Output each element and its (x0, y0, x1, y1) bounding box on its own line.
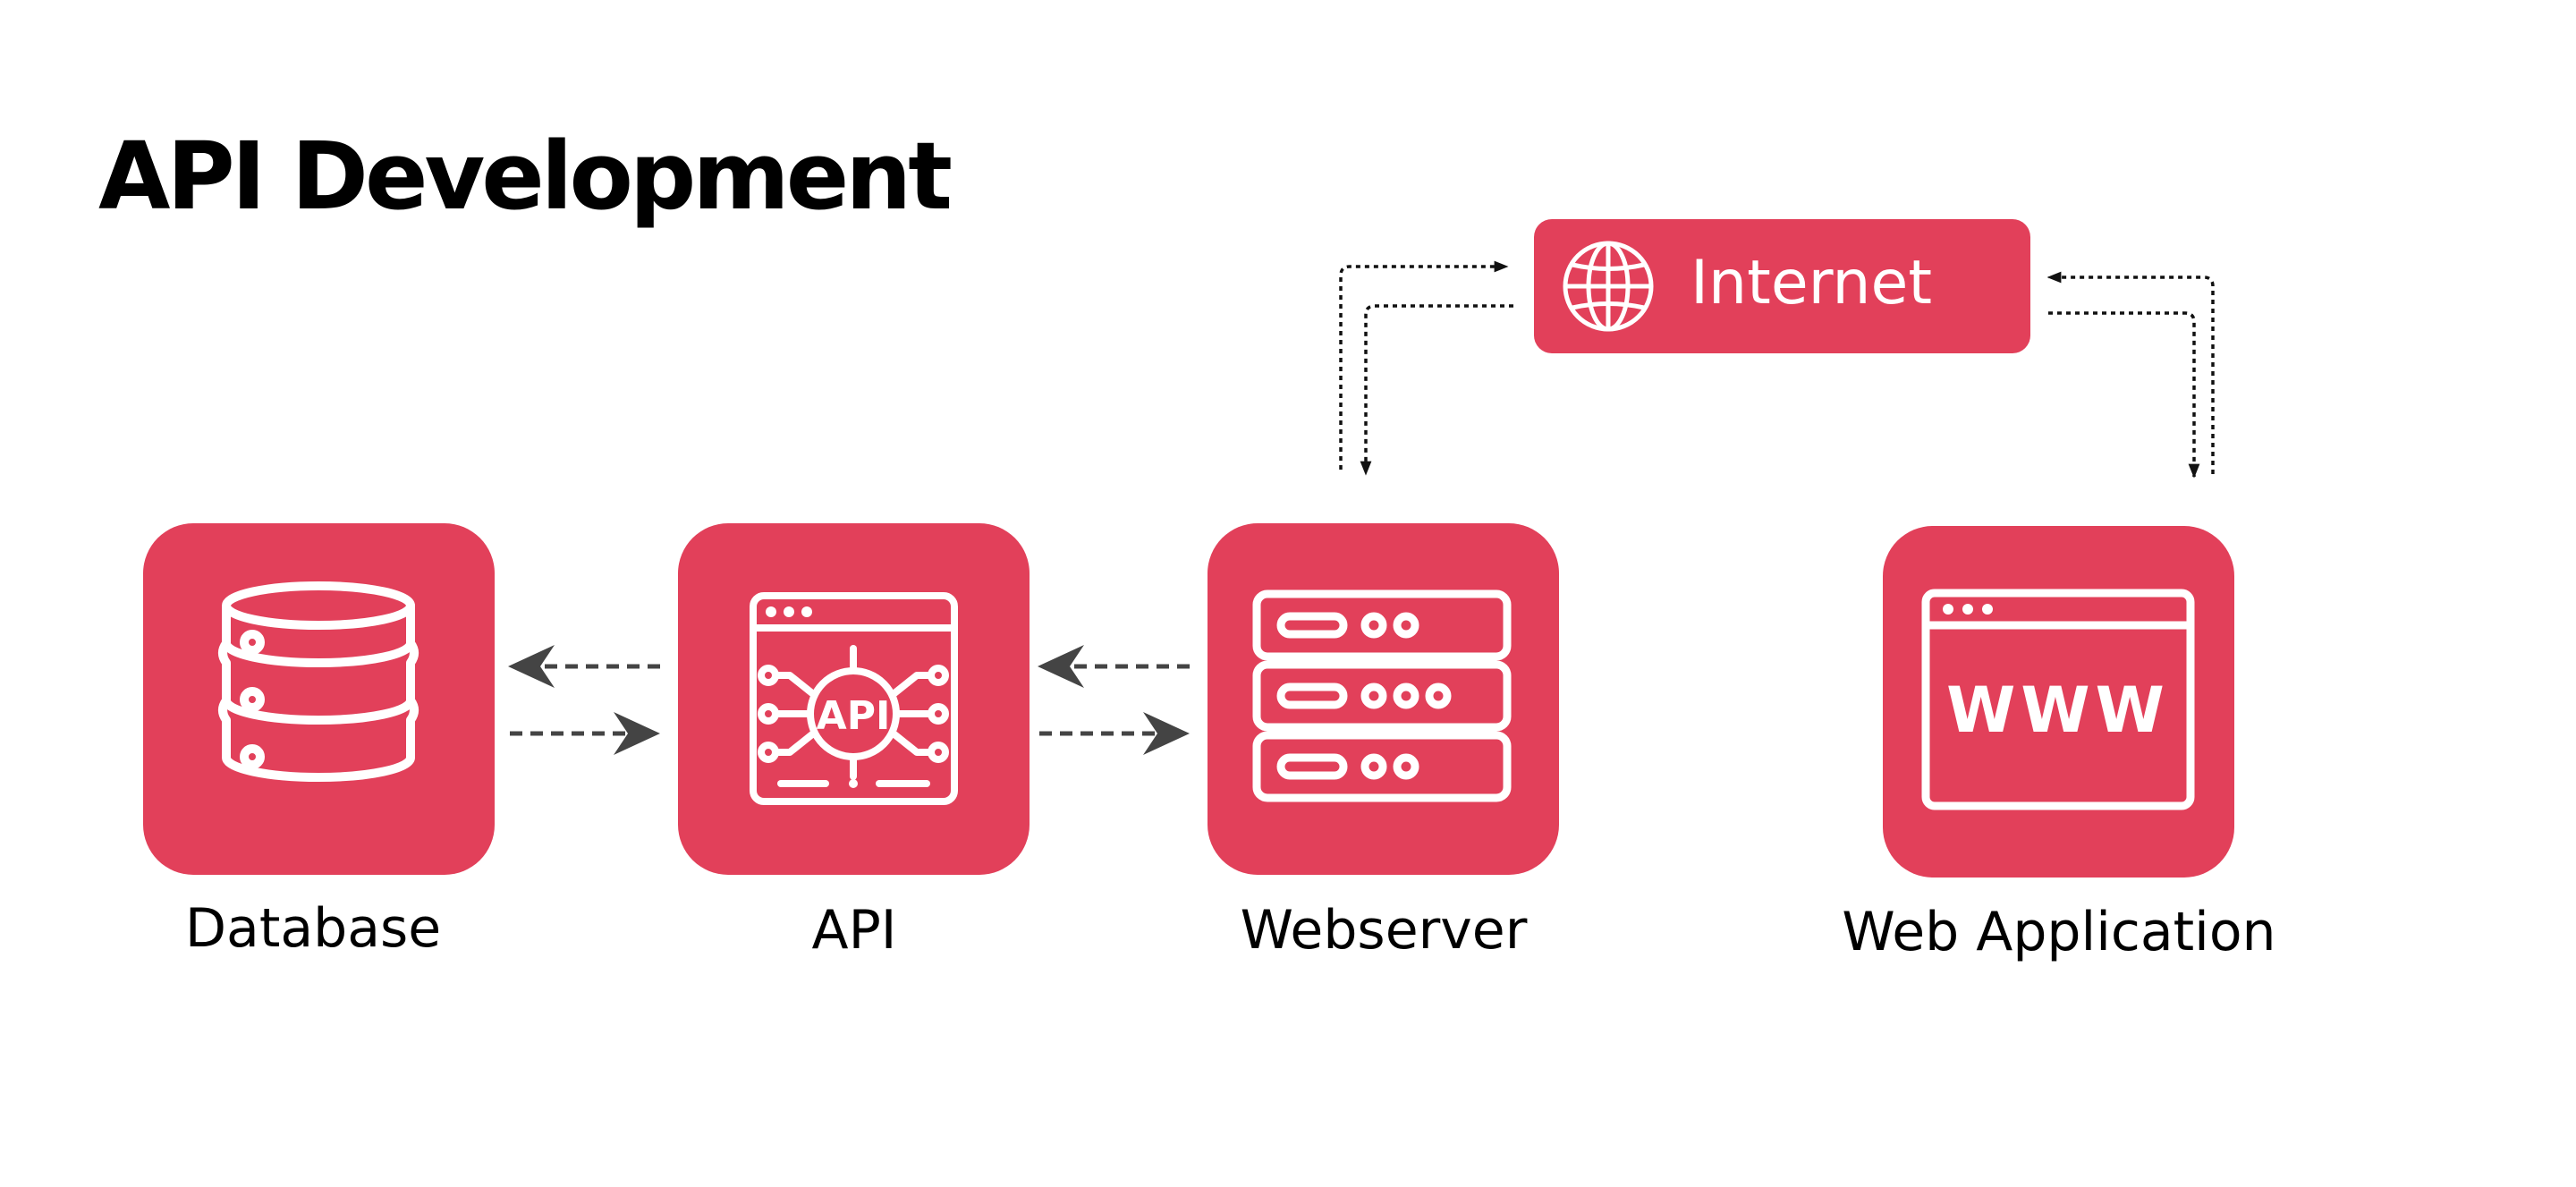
edge-internet-to-webapp (2048, 311, 2200, 479)
edge-webserver-to-internet (1339, 260, 1509, 470)
edge-webserver-to-api (1038, 645, 1190, 688)
edge-internet-to-webserver (1360, 304, 1513, 476)
database-node[interactable] (143, 523, 495, 875)
www-icon-text: WWW (1946, 674, 2170, 747)
browser-window-icon: WWW (1921, 589, 2195, 810)
edge-api-to-database (508, 645, 660, 688)
page-title: API Development (98, 122, 953, 231)
internet-node[interactable]: Internet (1534, 219, 2030, 353)
edge-api-to-webserver (1039, 712, 1190, 755)
webserver-node[interactable] (1208, 523, 1559, 875)
web-application-label: Web Application (1842, 901, 2276, 963)
server-rack-icon (1252, 589, 1512, 802)
internet-label: Internet (1690, 248, 1933, 318)
database-label: Database (184, 897, 442, 960)
api-label: API (811, 899, 897, 962)
edge-database-to-api (510, 712, 660, 755)
api-node[interactable]: API (678, 523, 1030, 875)
api-chip-icon: API (750, 592, 958, 805)
webserver-label: Webserver (1240, 899, 1528, 962)
api-icon-text: API (817, 693, 891, 739)
database-icon (218, 581, 419, 782)
globe-icon (1563, 241, 1654, 332)
web-application-node[interactable]: WWW (1883, 526, 2234, 878)
edge-webapp-to-internet (2046, 271, 2215, 474)
